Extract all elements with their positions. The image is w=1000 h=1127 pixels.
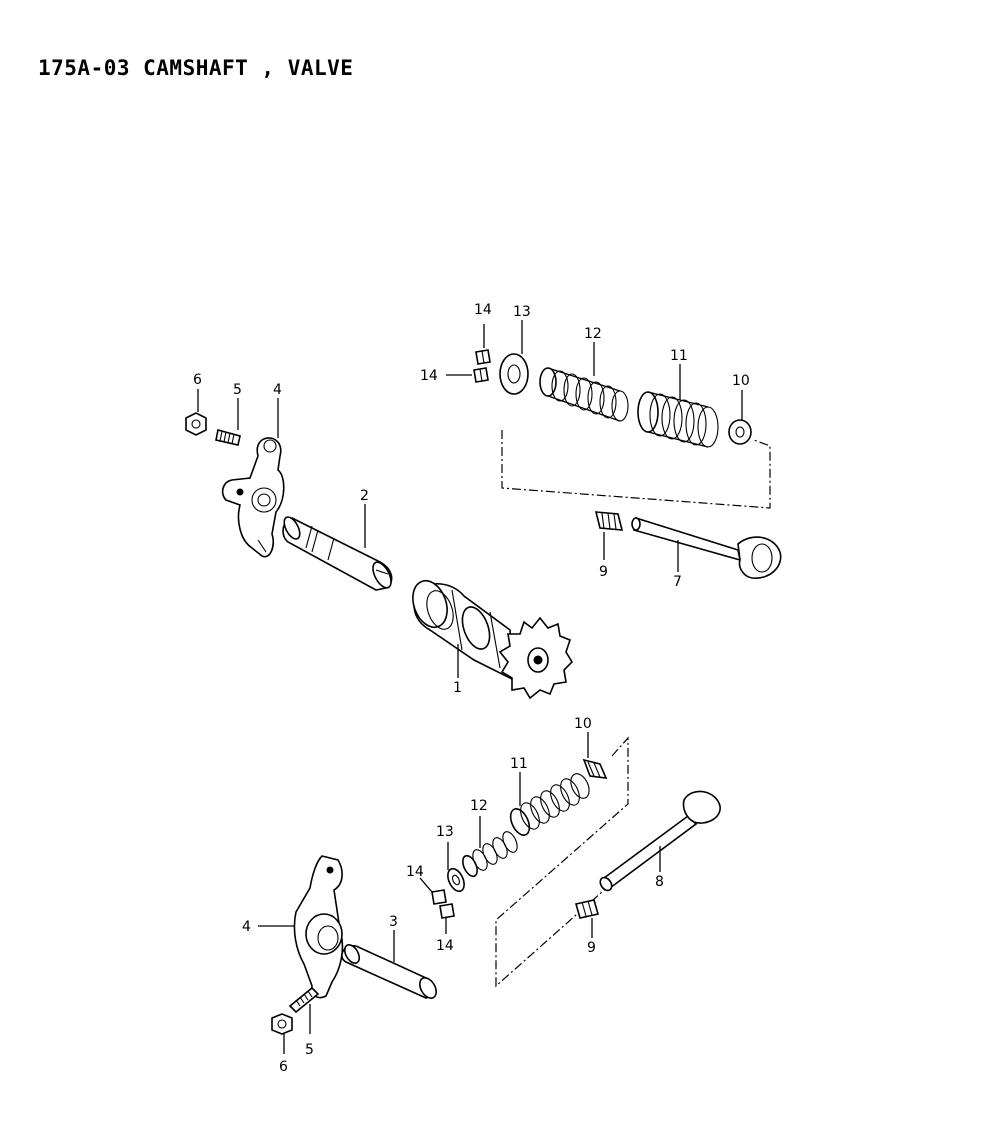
callout-10-lower: 10 <box>574 716 592 732</box>
callout-2: 2 <box>360 488 369 504</box>
part-5-adjust-screw-upper <box>215 429 241 446</box>
part-12-spring-lower <box>462 831 518 878</box>
part-14-cotter-lower-a <box>431 889 447 905</box>
part-7-intake-valve <box>631 516 782 579</box>
part-3-rocker-shaft-lower <box>341 944 437 999</box>
callout-9-lower: 9 <box>587 940 596 956</box>
callout-3: 3 <box>389 914 398 930</box>
guide-line-upper <box>501 430 771 509</box>
part-6-nut-upper <box>185 412 207 436</box>
part-14-cotter-upper-a <box>475 349 491 365</box>
part-11-spring-upper <box>637 391 719 448</box>
part-2-rocker-shaft <box>282 516 393 591</box>
callout-11-lower: 11 <box>510 756 528 772</box>
part-14-cotter-upper-b <box>473 367 489 383</box>
part-4-rocker-arm-lower <box>293 855 344 999</box>
part-13-retainer-upper <box>499 353 529 395</box>
callout-9-upper: 9 <box>599 564 608 580</box>
callout-5-lower: 5 <box>305 1042 314 1058</box>
page-title: 175A-03 CAMSHAFT , VALVE <box>38 56 354 80</box>
callout-13-lower: 13 <box>436 824 454 840</box>
part-10-seat-lower <box>582 758 608 779</box>
part-5-adjust-screw-lower <box>288 986 320 1014</box>
callout-13-upper: 13 <box>513 304 531 320</box>
callout-6-lower: 6 <box>279 1059 288 1075</box>
callout-14-lower-b: 14 <box>436 938 454 954</box>
part-9-stem-seal-upper <box>594 511 624 531</box>
callout-14-upper-b: 14 <box>420 368 438 384</box>
callout-14-upper-a: 14 <box>474 302 492 318</box>
callout-12-upper: 12 <box>584 326 602 342</box>
part-13-retainer-lower <box>447 867 465 893</box>
part-8-exhaust-valve <box>599 790 721 892</box>
callout-5-upper: 5 <box>233 382 242 398</box>
callout-1: 1 <box>453 680 462 696</box>
part-12-spring-upper <box>539 367 629 422</box>
callout-7: 7 <box>673 574 682 590</box>
callout-8: 8 <box>655 874 664 890</box>
guide-line-lower <box>495 736 629 988</box>
part-14-cotter-lower-b <box>439 903 455 919</box>
callout-14-lower-a: 14 <box>406 864 424 880</box>
part-1-camshaft <box>412 579 574 700</box>
part-10-seat-upper <box>728 419 752 445</box>
callout-12-lower: 12 <box>470 798 488 814</box>
callout-6-upper: 6 <box>193 372 202 388</box>
part-4-rocker-arm-upper <box>221 437 285 558</box>
callout-4-upper: 4 <box>273 382 282 398</box>
callout-10-upper: 10 <box>732 373 750 389</box>
part-6-nut-lower <box>271 1013 293 1035</box>
part-9-stem-seal-lower <box>574 899 600 919</box>
callout-4-lower: 4 <box>242 919 251 935</box>
part-11-spring-lower <box>509 773 590 836</box>
callout-11-upper: 11 <box>670 348 688 364</box>
